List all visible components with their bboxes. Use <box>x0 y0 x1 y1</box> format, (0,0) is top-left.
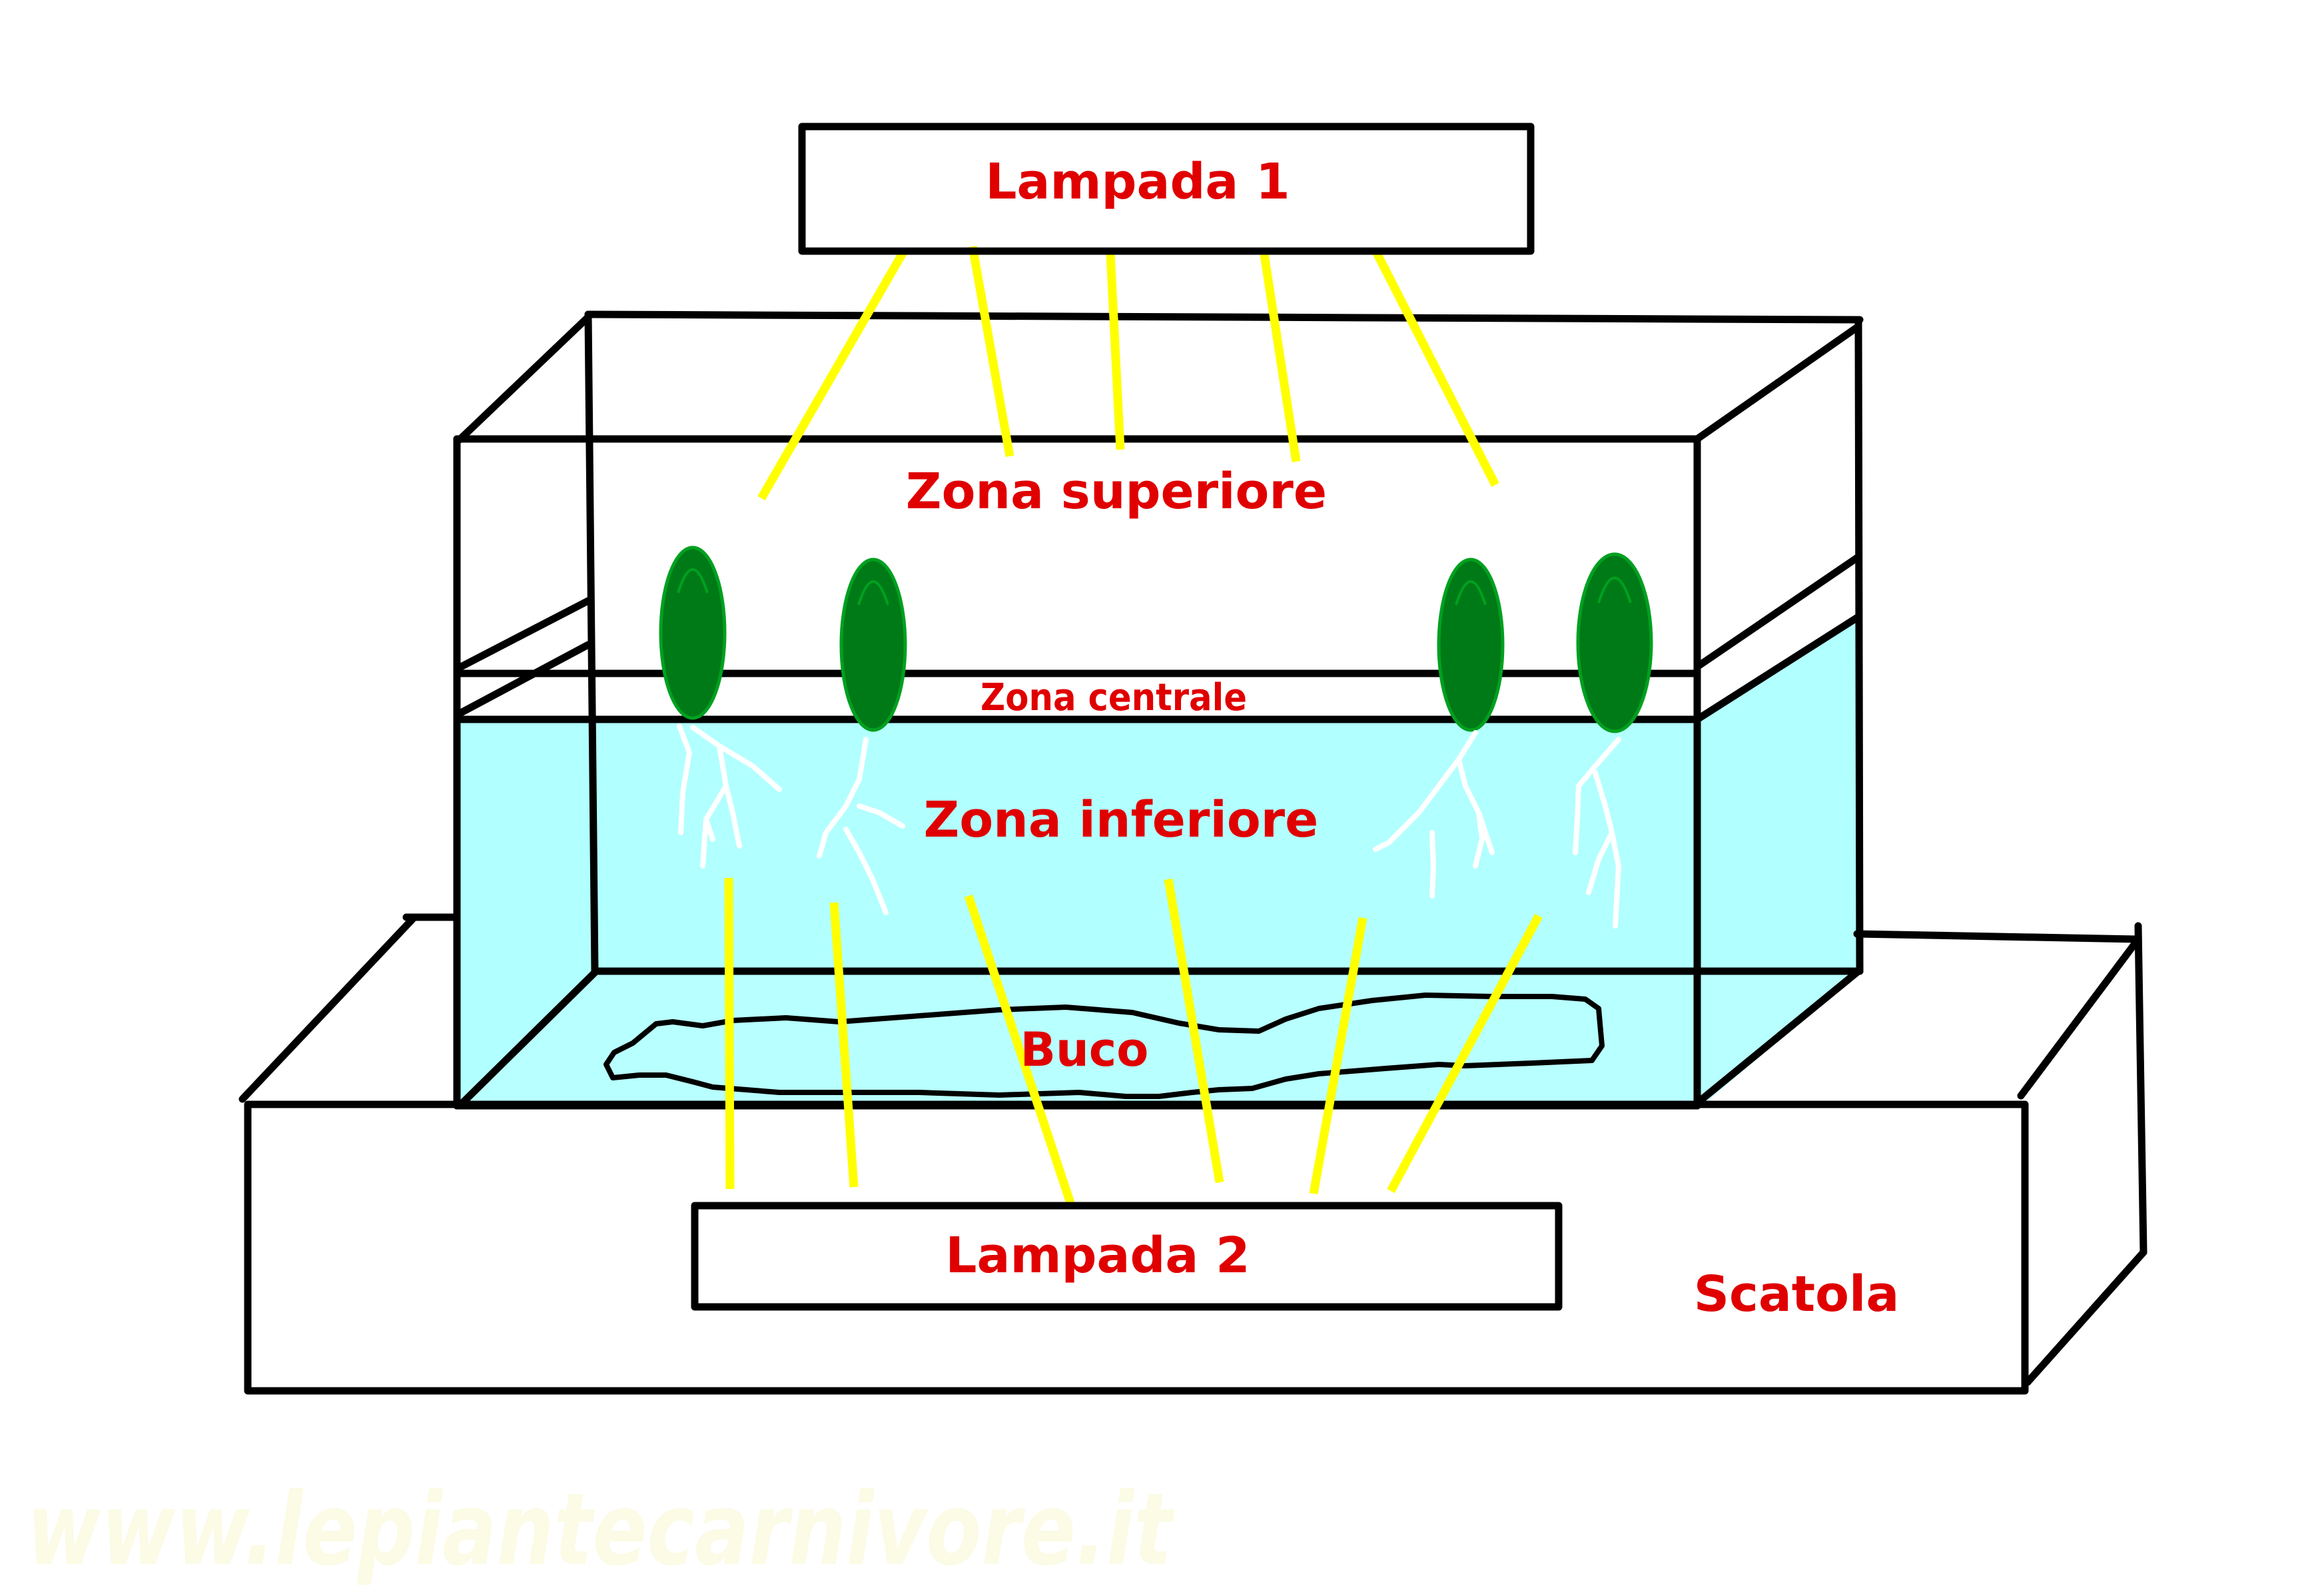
plants <box>659 546 1653 733</box>
light-rays-bottom <box>724 877 1543 1209</box>
watermark: www.lepiantecarnivore.it <box>27 1472 1175 1588</box>
lamp-1: Lampada 1 <box>798 123 1535 255</box>
hole-label: Buco <box>1020 1022 1149 1077</box>
plant-leaf <box>839 558 907 732</box>
water <box>458 617 1860 1106</box>
plant-leaf <box>659 546 727 720</box>
plant-leaf <box>1437 558 1505 732</box>
roots <box>677 723 1621 929</box>
box-label: Scatola <box>1694 1266 1900 1323</box>
plant-leaf <box>1576 552 1653 733</box>
lamp-2-label: Lampada 2 <box>945 1227 1250 1284</box>
hole-outline <box>603 992 1605 1099</box>
zone-upper-label: Zona superiore <box>906 463 1327 520</box>
zone-middle-label: Zona centrale <box>980 676 1247 719</box>
lamp-2: Lampada 2 <box>691 1202 1563 1311</box>
light-rays-top <box>757 245 1499 501</box>
lamp-1-label: Lampada 1 <box>985 153 1290 210</box>
zone-lower-label: Zona inferiore <box>924 791 1319 849</box>
